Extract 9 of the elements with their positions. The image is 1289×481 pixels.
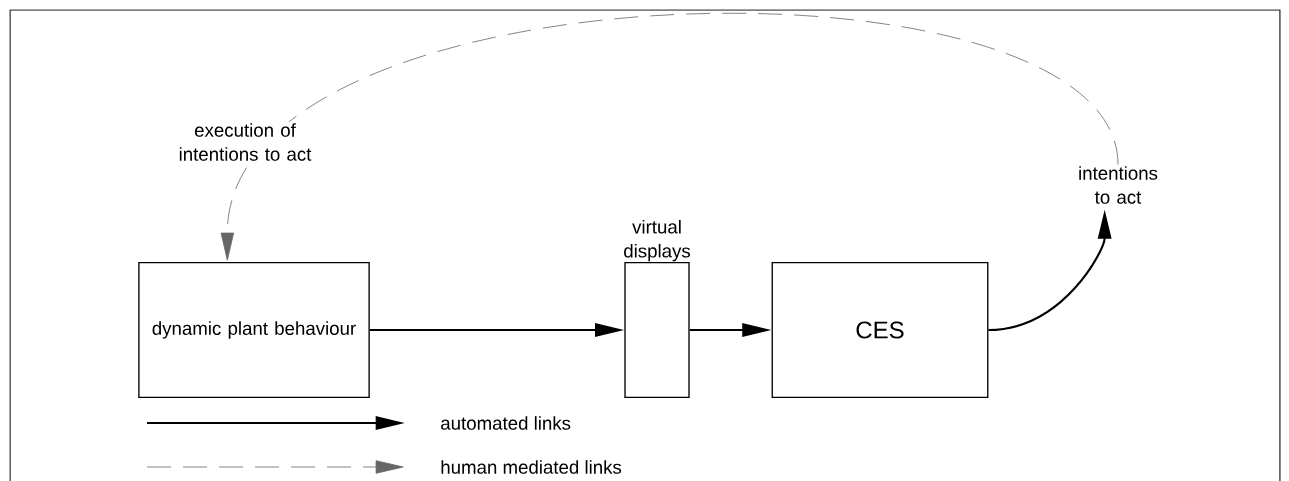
display-box: virtual displays bbox=[624, 219, 691, 398]
node-label: intentions to act bbox=[1079, 166, 1158, 204]
process-box: CES bbox=[771, 262, 989, 398]
process-box: dynamic plant behaviour bbox=[138, 262, 370, 398]
edge-label: execution of intentions to act bbox=[167, 121, 323, 163]
legend-text: human mediated links bbox=[441, 460, 622, 474]
legend-text: automated links bbox=[441, 416, 571, 430]
node-label: virtual displays bbox=[624, 219, 691, 262]
dashed-arrow bbox=[220, 13, 1119, 261]
